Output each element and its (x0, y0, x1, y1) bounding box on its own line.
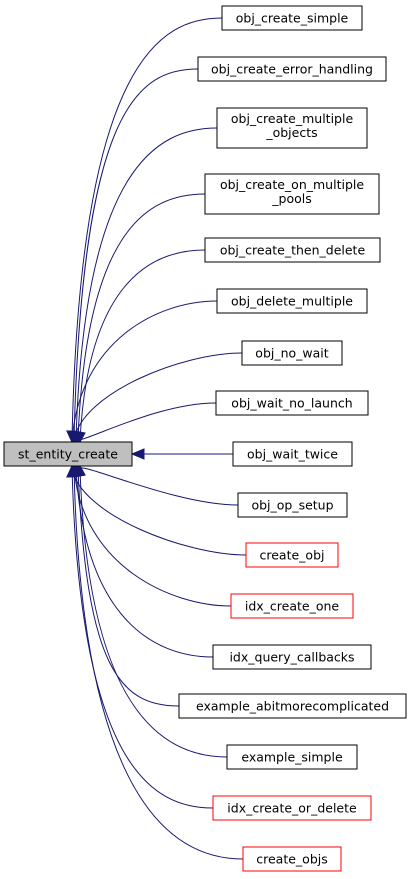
edge-example-abitmorecomplicated (77, 467, 180, 707)
caller-node-label: _objects (265, 125, 317, 140)
caller-node-label: obj_create_error_handling (211, 62, 373, 77)
caller-node-label: obj_no_wait (255, 346, 328, 361)
caller-node-box (230, 593, 354, 619)
caller-node-box (204, 173, 380, 215)
caller-node-obj-wait-twice[interactable]: obj_wait_twice (232, 441, 353, 467)
caller-node-obj-op-setup[interactable]: obj_op_setup (237, 492, 348, 518)
caller-node-idx-create-or-delete[interactable]: idx_create_or_delete (212, 795, 372, 821)
caller-node-obj-wait-no-launch[interactable]: obj_wait_no_launch (215, 390, 369, 416)
caller-node-obj-create-error-handling[interactable]: obj_create_error_handling (197, 56, 387, 82)
edge-obj-delete-multiple (71, 300, 218, 441)
edge-obj-create-simple (71, 17, 223, 441)
caller-node-idx-create-one[interactable]: idx_create_one (230, 593, 354, 619)
caller-node-label: _pools (271, 191, 311, 206)
caller-node-box (241, 340, 343, 366)
edge-idx-create-or-delete (71, 467, 214, 809)
caller-node-label: obj_delete_multiple (231, 294, 353, 309)
edge-obj-create-error-handling (73, 68, 199, 441)
caller-node-box (216, 288, 368, 314)
caller-node-obj-create-then-delete[interactable]: obj_create_then_delete (204, 237, 381, 263)
edge-idx-create-one (73, 467, 232, 607)
nodes: st_entity_create obj_create_simple obj_cr… (3, 5, 407, 872)
edge-create-objs (73, 467, 244, 860)
edges (66, 17, 247, 860)
caller-node-box (245, 542, 339, 568)
edge-idx-query-callbacks (75, 467, 214, 658)
caller-node-obj-no-wait[interactable]: obj_no_wait (241, 340, 343, 366)
center-node[interactable]: st_entity_create (3, 441, 133, 467)
caller-node-label: create_obj (260, 548, 325, 563)
caller-node-obj-create-multiple-objects[interactable]: obj_create_multiple_objects (216, 107, 368, 149)
caller-node-label: obj_create_multiple (231, 111, 354, 126)
edge-example-simple (79, 467, 228, 758)
caller-node-create-objs[interactable]: create_objs (242, 846, 342, 872)
caller-node-box (242, 846, 342, 872)
caller-node-label: idx_create_or_delete (227, 801, 357, 816)
arrowhead-obj-wait-no-launch (70, 430, 82, 444)
caller-node-box (221, 5, 363, 31)
caller-node-label: example_abitmorecomplicated (196, 699, 389, 714)
edge-obj-no-wait (73, 352, 243, 441)
caller-node-box (197, 56, 387, 82)
caller-node-box (204, 237, 381, 263)
caller-node-box (212, 644, 372, 670)
arrowhead-create-objs (68, 464, 80, 478)
caller-node-label: obj_op_setup (251, 498, 333, 513)
edge-obj-create-on-multiple-pools (77, 193, 206, 441)
caller-node-idx-query-callbacks[interactable]: idx_query_callbacks (212, 644, 372, 670)
edge-obj-op-setup (79, 467, 239, 506)
caller-node-obj-create-on-multiple-pools[interactable]: obj_create_on_multiple_pools (204, 173, 380, 215)
edge-obj-create-multiple-objects (75, 127, 218, 441)
caller-node-box (216, 107, 368, 149)
caller-node-obj-create-simple[interactable]: obj_create_simple (221, 5, 363, 31)
caller-node-box (178, 693, 407, 719)
center-node-label: st_entity_create (18, 447, 118, 462)
caller-node-label: obj_create_on_multiple (220, 177, 364, 192)
caller-node-label: obj_create_then_delete (220, 243, 366, 258)
caller-node-box (212, 795, 372, 821)
caller-node-label: idx_query_callbacks (229, 650, 354, 665)
caller-node-example-simple[interactable]: example_simple (226, 744, 358, 770)
caller-node-label: obj_create_simple (236, 11, 349, 26)
edge-obj-create-then-delete (79, 249, 206, 441)
caller-node-obj-delete-multiple[interactable]: obj_delete_multiple (216, 288, 368, 314)
caller-node-box (226, 744, 358, 770)
caller-node-label: idx_create_one (245, 599, 340, 614)
caller-node-label: obj_wait_twice (247, 447, 338, 462)
caller-node-label: example_simple (241, 750, 343, 765)
caller-node-box (237, 492, 348, 518)
arrowhead-obj-wait-twice (130, 448, 145, 460)
caller-node-box (215, 390, 369, 416)
caller-node-label: obj_wait_no_launch (231, 396, 352, 411)
caller-node-box (232, 441, 353, 467)
caller-node-create-obj[interactable]: create_obj (245, 542, 339, 568)
edge-obj-wait-no-launch (75, 402, 217, 441)
caller-node-label: create_objs (256, 852, 328, 867)
edge-create-obj (71, 467, 247, 556)
caller-node-example-abitmorecomplicated[interactable]: example_abitmorecomplicated (178, 693, 407, 719)
